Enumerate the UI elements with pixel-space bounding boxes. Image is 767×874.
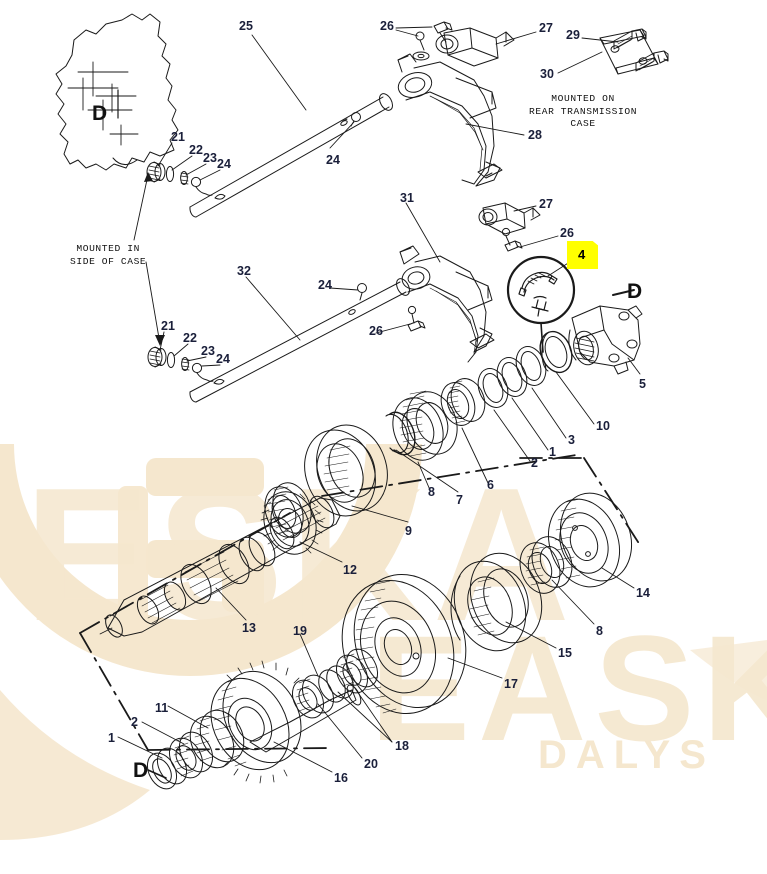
callout-29: 29 xyxy=(566,28,580,42)
callout-12: 12 xyxy=(343,563,357,577)
bolt-26-upper xyxy=(412,21,453,61)
callout-24: 24 xyxy=(326,153,340,167)
output-housing-5-graphic xyxy=(568,305,643,375)
callout-18: 18 xyxy=(395,739,409,753)
ring-stack-graphic xyxy=(264,330,573,538)
leader-lines xyxy=(117,26,641,779)
seal-ring-set-lower-graphic xyxy=(147,346,214,382)
callout-13: 13 xyxy=(242,621,256,635)
callout-14: 14 xyxy=(636,586,650,600)
callout-24: 24 xyxy=(318,278,332,292)
callout-2: 2 xyxy=(531,456,538,470)
callout-19: 19 xyxy=(293,624,307,638)
callout-24: 24 xyxy=(217,157,231,171)
note-side-of-case: MOUNTED IN SIDE OF CASE xyxy=(70,243,147,267)
callout-27: 27 xyxy=(539,21,553,35)
spline-band-b xyxy=(180,543,250,605)
callout-23: 23 xyxy=(201,344,215,358)
gear-12-graphic xyxy=(260,491,324,555)
callout-9: 9 xyxy=(405,524,412,538)
shift-fork-28-graphic xyxy=(397,21,515,187)
callout-25: 25 xyxy=(239,19,253,33)
callout-24: 24 xyxy=(216,352,230,366)
d-case-outline: D xyxy=(92,102,108,125)
callout-11: 11 xyxy=(155,701,169,715)
plate-30-bolts-29-graphic xyxy=(599,28,669,75)
bearing-19-bottom xyxy=(291,674,335,719)
callout-22: 22 xyxy=(183,331,197,345)
callout-30: 30 xyxy=(540,67,554,81)
callout-3: 3 xyxy=(568,433,575,447)
callout-1: 1 xyxy=(108,731,115,745)
callout-26: 26 xyxy=(369,324,383,338)
callout-26: 26 xyxy=(560,226,574,240)
callout-7: 7 xyxy=(456,493,463,507)
collar-27-lower xyxy=(478,202,541,252)
bearing-15-graphic xyxy=(450,552,543,652)
callout-15: 15 xyxy=(558,646,572,660)
case-outline-graphic xyxy=(55,13,179,171)
callout-21: 21 xyxy=(161,319,175,333)
callout-26: 26 xyxy=(380,19,394,33)
gear-16-bottom xyxy=(210,660,302,784)
callout-8: 8 xyxy=(596,624,603,638)
gear-14-graphic xyxy=(548,492,632,588)
synchro-6-graphic xyxy=(440,378,486,426)
callout-23: 23 xyxy=(203,151,217,165)
callout-27: 27 xyxy=(539,197,553,211)
hub-9-graphic xyxy=(304,424,388,517)
callout-1: 1 xyxy=(549,445,556,459)
d-output-flange: D xyxy=(627,280,643,303)
shift-rail-32-graphic xyxy=(189,278,410,403)
callout-8: 8 xyxy=(428,485,435,499)
callout-16: 16 xyxy=(334,771,348,785)
callout-6: 6 xyxy=(487,478,494,492)
main-shaft-13-graphic xyxy=(99,495,341,638)
callout-4-highlighted: 4 xyxy=(567,241,599,269)
shift-fork-31-graphic xyxy=(399,202,541,363)
callout-17: 17 xyxy=(504,677,518,691)
bearing-8-right-graphic xyxy=(519,536,573,594)
callout-32: 32 xyxy=(237,264,251,278)
callout-10: 10 xyxy=(596,419,610,433)
callout-31: 31 xyxy=(400,191,414,205)
gear-cluster-8-graphic xyxy=(392,390,458,461)
d-input-shaft: D xyxy=(133,759,149,782)
callout-2: 2 xyxy=(131,715,138,729)
callout-20: 20 xyxy=(364,757,378,771)
gear-17-graphic xyxy=(341,573,467,715)
note-rear-case: MOUNTED ON REAR TRANSMISSION CASE xyxy=(529,93,638,129)
callout-22: 22 xyxy=(189,143,203,157)
callout-21: 21 xyxy=(171,130,185,144)
shift-rail-25-graphic xyxy=(189,93,393,218)
callout-28: 28 xyxy=(528,128,542,142)
callout-5: 5 xyxy=(639,377,646,391)
